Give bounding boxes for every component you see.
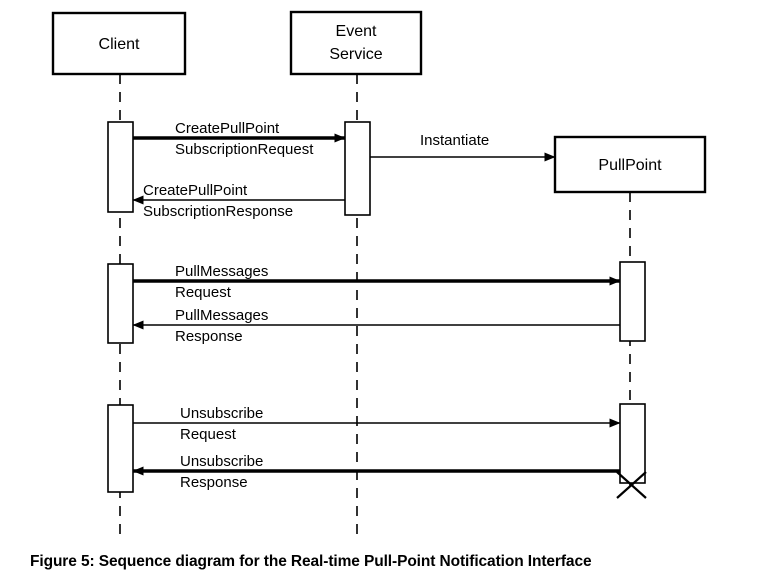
participant-box-pullpoint[interactable] xyxy=(553,135,707,194)
message-label-create-pullpoint-subscription-request-line2: SubscriptionRequest xyxy=(175,141,314,158)
participant-pullpoint[interactable]: PullPoint xyxy=(553,135,707,194)
activation-client-3 xyxy=(107,404,134,493)
participant-label-event-service-line1: Event xyxy=(336,23,377,40)
participant-client[interactable]: Client xyxy=(51,11,187,76)
activation-client-1 xyxy=(107,121,134,213)
message-unsubscribe-response[interactable]: Unsubscribe Response xyxy=(132,453,620,491)
message-unsubscribe-request[interactable]: Unsubscribe Request xyxy=(133,405,621,443)
participant-label-pullpoint: PullPoint xyxy=(598,157,662,174)
message-label-instantiate: Instantiate xyxy=(420,132,489,149)
participant-box-client[interactable] xyxy=(51,11,187,76)
message-label-pullmessages-response-line2: Response xyxy=(175,328,243,345)
figure-caption: Figure 5: Sequence diagram for the Real-… xyxy=(30,553,592,570)
activation-pullpoint-1 xyxy=(619,261,646,342)
message-pullmessages-response[interactable]: PullMessages Response xyxy=(132,307,620,345)
message-create-pullpoint-subscription-request[interactable]: CreatePullPoint SubscriptionRequest xyxy=(133,120,346,158)
message-label-create-pullpoint-subscription-request-line1: CreatePullPoint xyxy=(175,120,280,137)
message-label-unsubscribe-response-line1: Unsubscribe xyxy=(180,453,263,470)
destroy-x-stroke-2 xyxy=(616,471,647,499)
message-label-pullmessages-request-line2: Request xyxy=(175,284,232,301)
message-label-unsubscribe-request-line1: Unsubscribe xyxy=(180,405,263,422)
message-instantiate[interactable]: Instantiate xyxy=(370,132,556,162)
participant-event-service[interactable]: Event Service xyxy=(289,10,423,76)
message-label-pullmessages-response-line1: PullMessages xyxy=(175,307,268,324)
message-label-unsubscribe-response-line2: Response xyxy=(180,474,248,491)
message-pullmessages-request[interactable]: PullMessages Request xyxy=(133,263,621,301)
participant-label-client: Client xyxy=(99,36,140,53)
activation-event-service-1 xyxy=(344,121,371,216)
message-label-create-pullpoint-subscription-response-line1: CreatePullPoint xyxy=(143,182,248,199)
message-label-unsubscribe-request-line2: Request xyxy=(180,426,237,443)
destruction-marker-pullpoint xyxy=(616,471,647,499)
message-create-pullpoint-subscription-response[interactable]: CreatePullPoint SubscriptionResponse xyxy=(132,182,345,220)
participant-label-event-service-line2: Service xyxy=(329,46,382,63)
activation-pullpoint-2 xyxy=(619,403,646,484)
message-label-pullmessages-request-line1: PullMessages xyxy=(175,263,268,280)
participant-box-event-service[interactable] xyxy=(289,10,423,76)
activation-client-2 xyxy=(107,263,134,344)
message-label-create-pullpoint-subscription-response-line2: SubscriptionResponse xyxy=(143,203,293,220)
